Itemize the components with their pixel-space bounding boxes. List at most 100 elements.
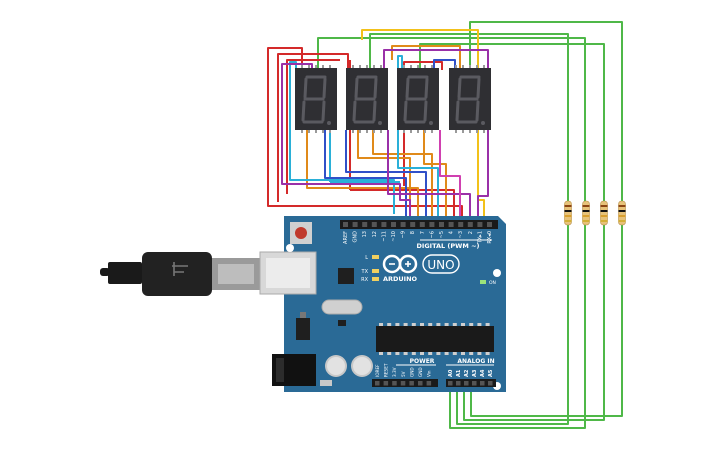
digital-pin-label: ~3 (458, 231, 464, 238)
chip-leg (452, 323, 457, 326)
display-pin (301, 65, 303, 68)
power-pin[interactable] (400, 381, 406, 386)
chip-leg (444, 323, 449, 326)
power-pin[interactable] (426, 381, 432, 386)
display-pin (301, 130, 303, 133)
wire-cyan[interactable] (329, 130, 400, 183)
digital-pin[interactable] (429, 222, 435, 227)
wire-red[interactable] (277, 53, 349, 202)
wire-pink[interactable] (439, 130, 461, 228)
voltage-regulator (296, 318, 310, 340)
digital-pin[interactable] (391, 222, 396, 227)
seven-segment-display[interactable] (346, 65, 388, 133)
chip-leg (461, 323, 465, 326)
display-pin (469, 130, 471, 133)
chip-leg (411, 352, 416, 355)
analog-pin[interactable] (488, 381, 493, 386)
wire-purple[interactable] (387, 130, 471, 228)
wire-orange[interactable] (372, 130, 433, 228)
power-pin[interactable] (383, 381, 389, 386)
usb-plug-grip (108, 262, 142, 284)
seven-segment-display[interactable] (295, 65, 337, 133)
bottom-pin-row[interactable] (375, 381, 493, 386)
digital-pin[interactable] (467, 222, 473, 227)
wire-green[interactable] (419, 43, 605, 421)
analog-pin-label: A3 (472, 369, 478, 377)
digital-pin[interactable] (371, 222, 377, 227)
wire-green[interactable] (369, 33, 569, 425)
analog-pin[interactable] (472, 381, 477, 386)
wire-orange[interactable] (391, 45, 461, 70)
display-segment (423, 100, 428, 122)
digital-pin[interactable] (400, 222, 406, 227)
usb-plug-metal-inner (218, 264, 254, 284)
display-pin (322, 130, 324, 133)
display-pin (366, 65, 368, 68)
usb-symbol-icon (172, 262, 188, 276)
power-pin-label: 5V (401, 371, 406, 377)
wire-blue[interactable] (345, 130, 427, 228)
display-pin (410, 130, 412, 133)
chip-leg (436, 323, 441, 326)
display-pin (329, 130, 331, 133)
digital-pin-label: 4 (449, 231, 455, 234)
power-pin[interactable] (418, 381, 423, 386)
analog-pin[interactable] (448, 381, 453, 386)
digital-pin[interactable] (419, 222, 425, 227)
display-segment (303, 77, 308, 99)
wire-red[interactable] (286, 59, 340, 194)
wire-orange[interactable] (423, 130, 447, 228)
chip-leg (477, 352, 482, 355)
power-pin-label: Vin (427, 370, 432, 377)
digital-pin[interactable] (458, 222, 464, 227)
display-pin (417, 65, 419, 68)
digital-pin-label: 12 (372, 231, 378, 237)
chip-leg (485, 323, 490, 326)
power-pin[interactable] (409, 381, 414, 386)
digital-pin[interactable] (343, 222, 348, 227)
digital-pin[interactable] (352, 222, 358, 227)
wire-blue[interactable] (324, 130, 407, 228)
reset-button-cap[interactable] (295, 227, 307, 239)
resistor-band (582, 220, 590, 222)
seven-segment-display[interactable] (397, 65, 439, 133)
digital-pin[interactable] (362, 222, 368, 227)
display-segment (372, 100, 377, 122)
wire-purple[interactable] (281, 63, 411, 228)
analog-pin[interactable] (464, 381, 469, 386)
digital-pin[interactable] (410, 222, 416, 227)
power-pin[interactable] (375, 381, 380, 386)
small-ic (338, 320, 346, 326)
resistor[interactable] (582, 200, 590, 226)
power-pin[interactable] (392, 381, 397, 386)
digital-pin-row[interactable] (343, 222, 492, 227)
chip-leg (469, 323, 474, 326)
digital-pin[interactable] (381, 222, 387, 227)
digital-pin[interactable] (477, 222, 483, 227)
analog-pin-label: A4 (480, 369, 486, 377)
digital-pin[interactable] (487, 222, 492, 227)
capacitor-base (320, 380, 332, 386)
analog-pin[interactable] (456, 381, 461, 386)
usb-cable[interactable] (100, 252, 260, 296)
resistor-band (600, 215, 608, 217)
chip-leg (395, 323, 400, 326)
digital-pin-label: ~9 (401, 231, 407, 238)
analog-pin[interactable] (480, 381, 485, 386)
chip-leg (379, 323, 383, 326)
resistor[interactable] (600, 200, 608, 226)
display-decimal-point (429, 121, 433, 125)
led-rx (372, 277, 379, 281)
digital-pin[interactable] (448, 222, 454, 227)
resistor-band (582, 215, 590, 217)
wire-green[interactable] (317, 37, 586, 429)
digital-pin[interactable] (439, 222, 444, 227)
wire-orange[interactable] (306, 130, 419, 228)
seven-segment-display[interactable] (449, 65, 491, 133)
display-pin (403, 65, 405, 68)
wire-red[interactable] (267, 47, 303, 207)
resistor[interactable] (618, 200, 626, 226)
resistor[interactable] (564, 200, 572, 226)
